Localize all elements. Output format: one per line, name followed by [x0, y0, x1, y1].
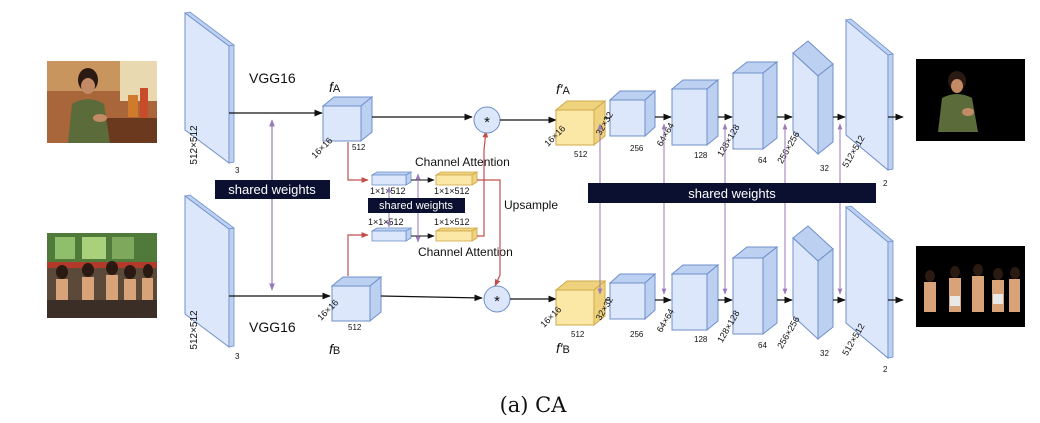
input-slab-a: 512×512 3: [184, 11, 240, 175]
input-b-size-label: 512×512: [189, 310, 200, 350]
dec-top-ch-4: 32: [820, 164, 829, 173]
dec-bot-ch-4: 32: [820, 349, 829, 358]
decoder-top-stage-2: [670, 78, 720, 147]
input-b-channel-label: 3: [235, 352, 240, 361]
ca-vector-blue-bottom: [370, 227, 413, 242]
ca-to-star-top-arrow: [477, 179, 501, 287]
fpb-label: f′B: [556, 340, 570, 356]
decoder-top-stage-3: [731, 60, 779, 151]
ca-vector-blue-top: [370, 171, 413, 186]
decoder-top-stage-5: [845, 18, 894, 172]
ca-to-star-bottom-arrow: [477, 130, 489, 237]
ca-red-arrow-bottom: [347, 232, 369, 276]
decoder-bottom-stage-4: [792, 225, 834, 341]
fa-label: fA: [329, 79, 341, 95]
fpa-channel-label: 512: [574, 150, 588, 159]
ca-dims-yellow-top: 1×1×512: [434, 186, 470, 196]
feature-cube-fb: 16×16 512: [315, 275, 383, 332]
ca-dims-yellow-bottom: 1×1×512: [434, 217, 470, 227]
multiply-symbol-top: *: [484, 114, 490, 131]
channel-attention-label-bottom: Channel Attention: [418, 245, 513, 259]
ca-red-arrow-top: [347, 142, 369, 183]
dec-bot-ch-5: 2: [883, 365, 888, 374]
input-slab-b: 512×512 3: [184, 194, 240, 361]
output-mask-b: [916, 246, 1025, 327]
dec-top-size-4: 256×256: [775, 130, 801, 166]
fb-channel-label: 512: [348, 323, 362, 332]
dec-top-ch-1: 256: [630, 144, 644, 153]
input-a-channel-label: 3: [235, 166, 240, 175]
channel-attention-label-top: Channel Attention: [415, 155, 510, 169]
dec-bot-ch-1: 256: [630, 330, 644, 339]
multiply-symbol-bottom: *: [494, 293, 500, 310]
dec-top-ch-5: 2: [883, 179, 888, 188]
dec-top-ch-2: 128: [694, 151, 708, 160]
shared-weights-text-right: shared weights: [688, 186, 776, 201]
shared-weights-banner-right: [588, 183, 876, 203]
vgg16-label-bottom: VGG16: [249, 319, 296, 335]
feature-cube-fpb: 16×16 512: [538, 279, 607, 339]
fpb-channel-label: 512: [571, 330, 585, 339]
decoder-bottom-stage-1: [608, 272, 657, 321]
ca-vector-yellow-top: [434, 171, 479, 186]
fb-label: fB: [329, 341, 340, 357]
fpa-label: f′A: [556, 81, 571, 97]
fb-to-star-arrow: [380, 294, 483, 302]
ca-dims-blue-bottom: 1×1×512: [368, 217, 404, 227]
output-mask-a: [916, 59, 1025, 141]
ca-vector-yellow-bottom: [434, 227, 479, 242]
input-a-size-label: 512×512: [189, 125, 200, 165]
ca-dims-blue-top: 1×1×512: [370, 186, 406, 196]
dec-bot-size-4: 256×256: [775, 315, 801, 351]
decoder-bottom-stage-2: [670, 263, 720, 332]
fa-channel-label: 512: [352, 143, 366, 152]
shared-weights-banner-mid: [368, 198, 465, 213]
dec-bot-ch-3: 64: [758, 341, 767, 350]
shared-weights-banner-left: [215, 180, 330, 199]
figure-caption: (a) CA: [500, 393, 568, 417]
dec-top-ch-3: 64: [758, 156, 767, 165]
vgg16-label-top: VGG16: [249, 70, 296, 86]
upsample-label: Upsample: [504, 198, 558, 212]
fa-size-label: 16×16: [309, 135, 334, 160]
input-image-b: [47, 233, 157, 318]
shared-weights-text-mid: shared weights: [379, 200, 453, 212]
decoder-top-stage-4: [792, 40, 834, 156]
decoder-bottom-stage-3: [731, 245, 779, 336]
feature-cube-fa: 16×16 512: [309, 95, 374, 160]
input-image-a: [47, 61, 157, 143]
decoder-top-stage-1: [608, 89, 657, 138]
decoder-shared-weight-arrows: [597, 123, 843, 295]
shared-weights-text-left: shared weights: [228, 182, 316, 197]
dec-bot-ch-2: 128: [694, 335, 708, 344]
decoder-bottom-stage-5: [845, 205, 894, 360]
